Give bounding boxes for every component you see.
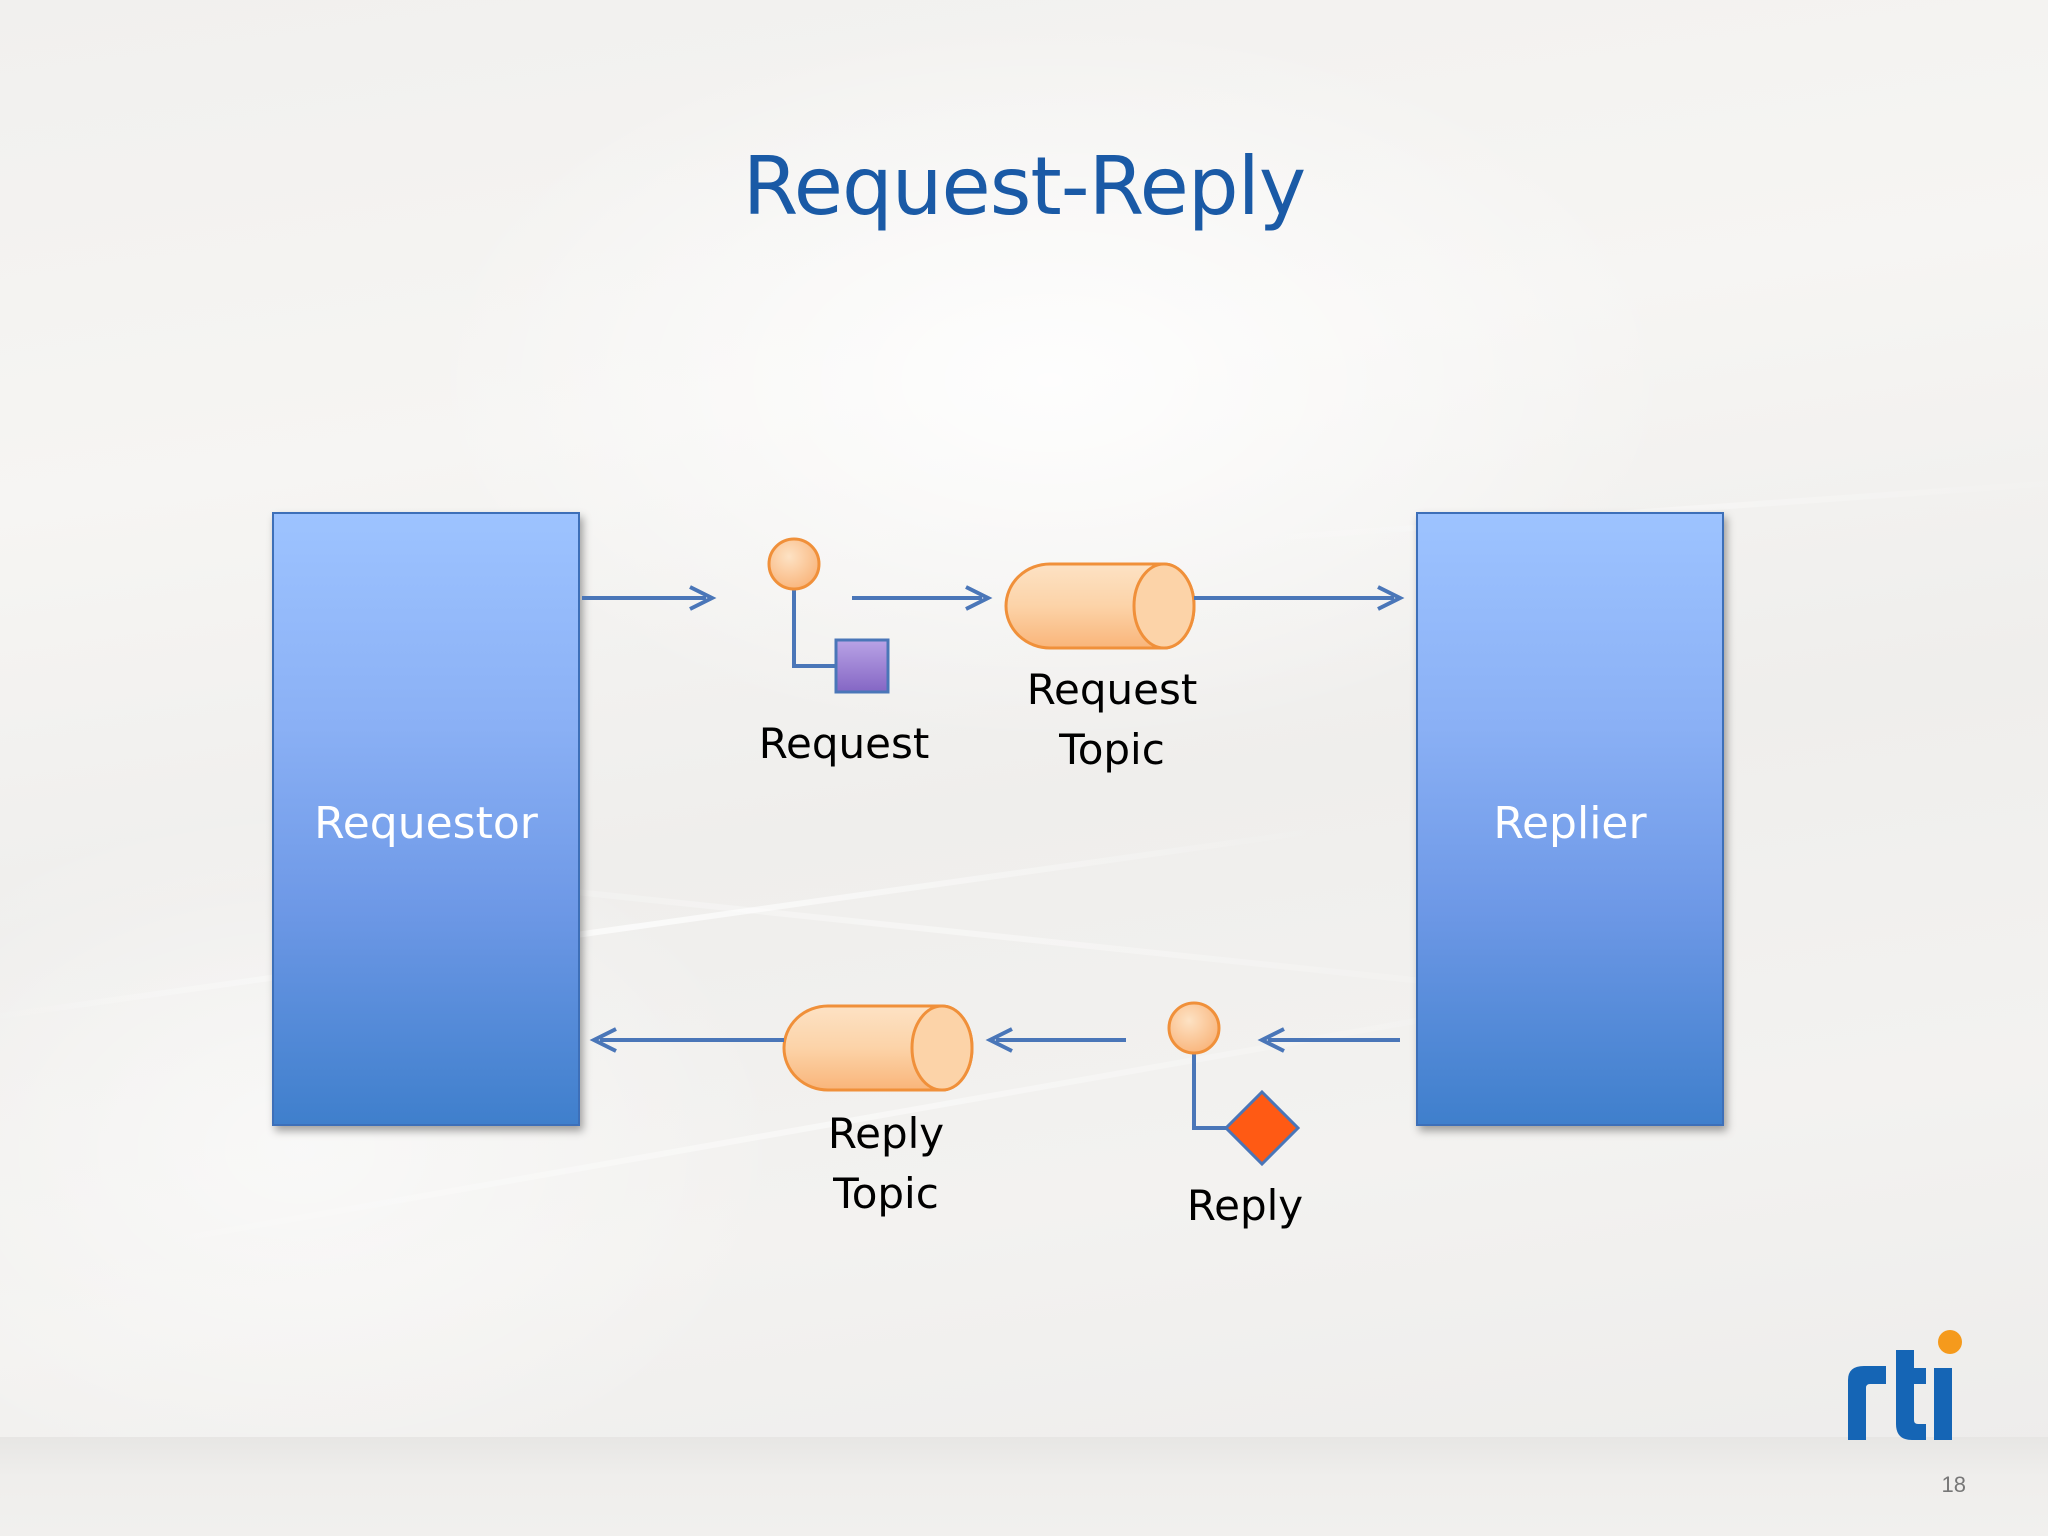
request-topic-label-line2: Topic bbox=[1059, 725, 1165, 774]
request-topic-cylinder-icon bbox=[1004, 562, 1196, 650]
replier-label: Replier bbox=[1493, 798, 1647, 849]
arrow-topic-to-replier bbox=[1194, 585, 1405, 611]
rti-logo-icon bbox=[1848, 1330, 1962, 1440]
requestor-box: Requestor bbox=[272, 512, 580, 1126]
footer-band bbox=[0, 1437, 2048, 1536]
arrow-replier-to-reply bbox=[1257, 1027, 1400, 1053]
reply-topic-cylinder-icon bbox=[782, 1004, 974, 1092]
reply-topic-label-line2: Topic bbox=[833, 1169, 939, 1218]
request-topic-label: Request Topic bbox=[1002, 660, 1222, 780]
reply-label: Reply bbox=[1186, 1181, 1304, 1230]
reply-sample-icon bbox=[1167, 1001, 1301, 1167]
slide-title: Request-Reply bbox=[742, 140, 1306, 233]
replier-box: Replier bbox=[1416, 512, 1724, 1126]
arrow-requestor-to-request bbox=[582, 585, 717, 611]
arrow-request-to-topic bbox=[852, 585, 993, 611]
arrow-topic-to-requestor bbox=[589, 1027, 784, 1053]
arrow-reply-to-topic bbox=[985, 1027, 1126, 1053]
reply-topic-label-line1: Reply bbox=[827, 1109, 945, 1158]
request-sample-icon bbox=[767, 537, 890, 694]
page-number: 18 bbox=[1941, 1472, 1966, 1497]
request-topic-label-line1: Request bbox=[1026, 665, 1198, 714]
requestor-label: Requestor bbox=[314, 798, 538, 849]
reply-topic-label: Reply Topic bbox=[776, 1104, 996, 1224]
request-label: Request bbox=[758, 719, 930, 768]
